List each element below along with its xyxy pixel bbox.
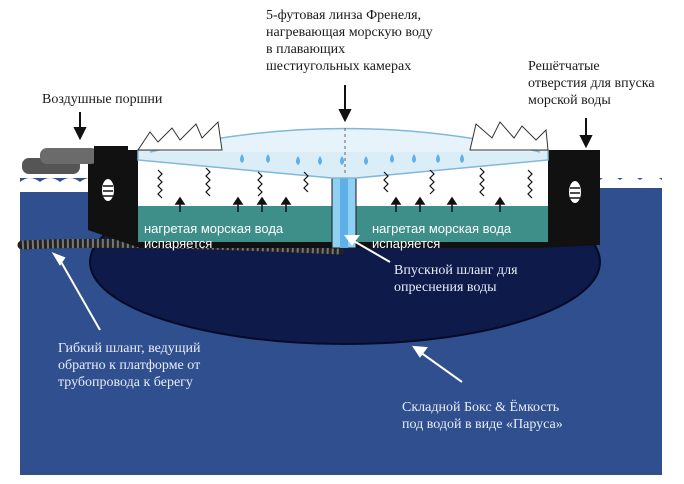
label-folding-box: Складной Бокс & Ёмкость под водой в виде… xyxy=(402,400,563,432)
label-heated-water-right: нагретая морская вода испаряется xyxy=(372,221,512,251)
droplet-icon xyxy=(240,154,464,165)
label-grated-openings: Решётчатые отверстия для впуска морской … xyxy=(528,59,655,108)
label-fresnel-lens: 5-футовая линза Френеля, нагревающая мор… xyxy=(266,8,433,74)
grate-port-right xyxy=(567,179,583,205)
arrow-icon xyxy=(344,235,360,246)
arrow-icon xyxy=(174,196,506,212)
label-flexible-hose: Гибкий шланг, ведущий обратно к платформ… xyxy=(58,341,201,390)
label-intake-hose: Впускной шланг для опреснения воды xyxy=(394,263,518,295)
piston-icon xyxy=(22,146,128,174)
lens-teeth-right xyxy=(469,121,549,151)
spring-icon xyxy=(157,167,533,199)
label-air-pistons: Воздушные поршни xyxy=(42,92,163,107)
wave-icon xyxy=(20,178,100,192)
arrow-icon xyxy=(338,109,352,123)
arrow-icon xyxy=(51,251,66,266)
wave-icon xyxy=(600,176,662,188)
arrow-icon xyxy=(579,135,593,149)
grate-port-left xyxy=(100,177,116,203)
lens-teeth-left xyxy=(137,120,223,151)
arrow-icon xyxy=(412,345,428,358)
arrow-icon xyxy=(73,127,87,141)
label-heated-water-left: нагретая морская вода испаряется xyxy=(144,221,284,251)
heated-water-left xyxy=(138,206,332,242)
